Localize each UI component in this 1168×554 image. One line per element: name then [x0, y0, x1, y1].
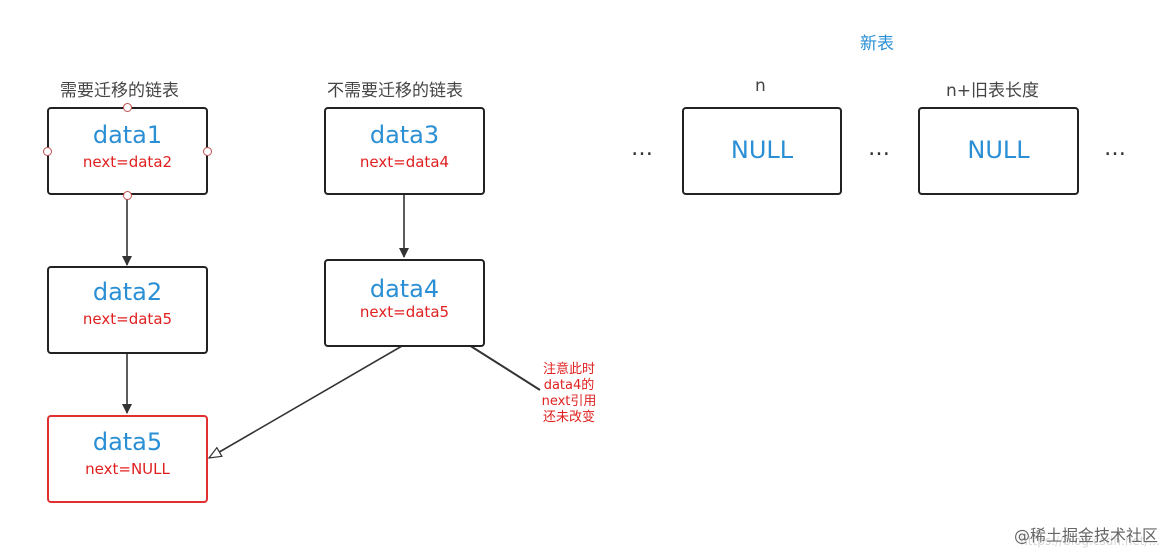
- bucket-n-plus[interactable]: NULL: [918, 107, 1079, 195]
- node-data5-next: next=NULL: [85, 460, 170, 478]
- watermark: @稀土掘金技术社区: [1013, 526, 1158, 545]
- note-line-1: 注意此时: [542, 362, 595, 377]
- ellipsis-right: …: [1104, 136, 1127, 161]
- node-data1[interactable]: data1 next=data2: [47, 107, 208, 195]
- selection-handle-bottom[interactable]: [123, 191, 132, 200]
- node-data5[interactable]: data5 next=NULL: [47, 415, 208, 503]
- node-data3[interactable]: data3 next=data4: [324, 107, 485, 195]
- watermark-url: https://blog.csdn.net/...: [1020, 534, 1160, 548]
- note-line-3: next引用: [541, 394, 597, 409]
- node-data5-name: data5: [92, 428, 163, 456]
- node-data1-name: data1: [92, 121, 163, 149]
- note-line-2: data4的: [543, 378, 595, 393]
- node-data2-next: next=data5: [82, 310, 173, 328]
- arrow-data4-to-data5: [209, 345, 403, 458]
- node-data4-name: data4: [369, 275, 440, 303]
- bucket-n-plus-value: NULL: [967, 136, 1030, 164]
- node-data3-next: next=data4: [359, 153, 450, 171]
- selection-handle-left[interactable]: [43, 147, 52, 156]
- bucket-n-value: NULL: [730, 136, 794, 164]
- node-data1-next: next=data2: [82, 153, 173, 171]
- new-table-heading: 新表: [860, 34, 894, 54]
- node-data4-next: next=data5: [359, 303, 450, 321]
- node-data3-name: data3: [369, 121, 440, 149]
- node-data2[interactable]: data2 next=data5: [47, 266, 208, 354]
- no-migrate-list-heading: 不需要迁移的链表: [327, 81, 463, 101]
- ellipsis-middle: …: [868, 136, 891, 161]
- bucket-n-label: n: [755, 76, 766, 96]
- bucket-n[interactable]: NULL: [682, 107, 842, 195]
- selection-handle-top[interactable]: [123, 103, 132, 112]
- selection-handle-right[interactable]: [203, 147, 212, 156]
- bucket-n-plus-label: n+旧表长度: [946, 81, 1040, 101]
- migrate-list-heading: 需要迁移的链表: [60, 81, 179, 101]
- node-data4[interactable]: data4 next=data5: [324, 259, 485, 347]
- annotation-note: 注意此时 data4的 next引用 还未改变: [529, 362, 609, 426]
- ellipsis-left: …: [631, 136, 654, 161]
- note-line-4: 还未改变: [542, 410, 595, 425]
- node-data2-name: data2: [92, 278, 163, 306]
